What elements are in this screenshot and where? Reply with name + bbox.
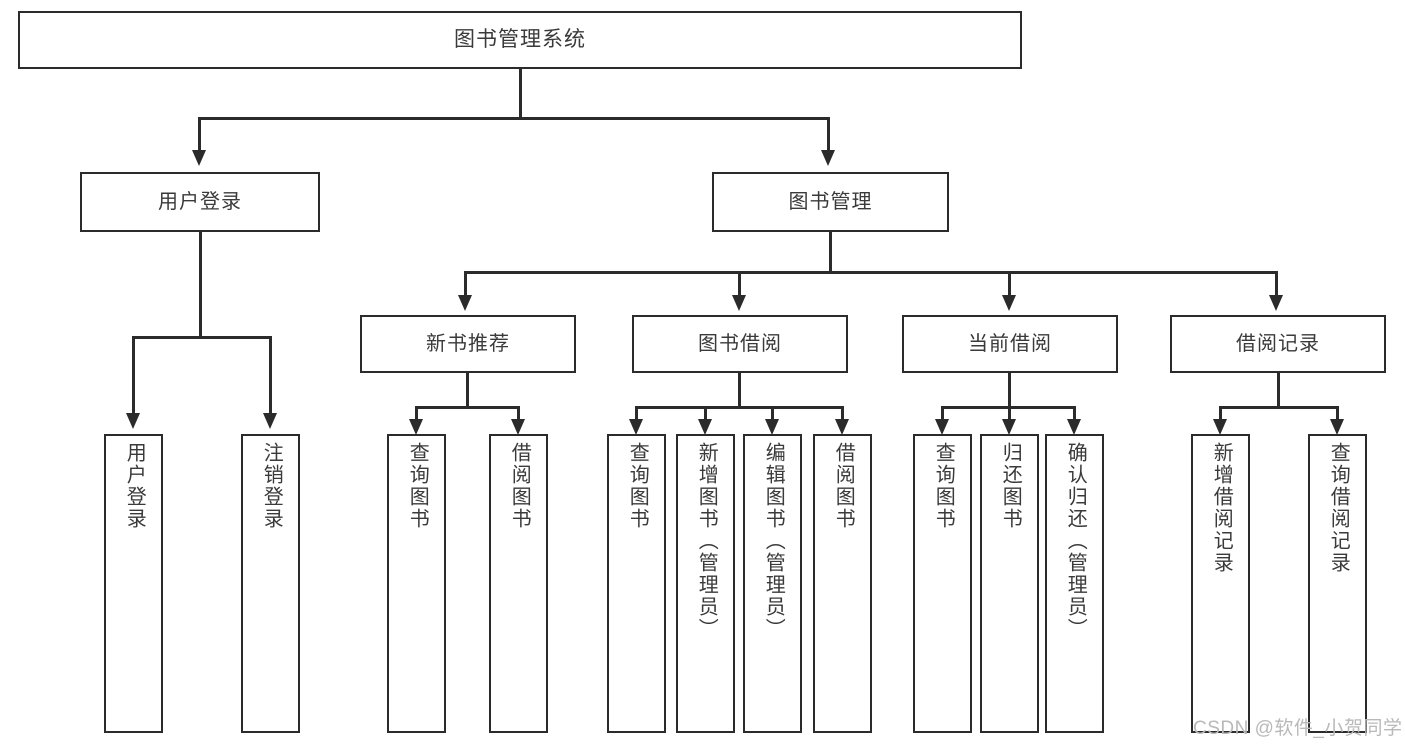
arrow-cb-leaf-1 [935,419,949,435]
connector-cb-stem [1008,373,1011,408]
arrow-br-leaf-1 [1213,419,1227,435]
arrow-bm-to-new-book-recommend [458,295,472,311]
node-leaf-add-borrow-record[interactable]: 新增借阅记录 [1191,434,1250,733]
node-label: 查询图书 [932,442,955,530]
connector-user-login-bus [132,336,271,339]
node-leaf-query-book-cb[interactable]: 查询图书 [913,434,972,733]
node-leaf-edit-book-admin[interactable]: 编辑图书（管理员） [743,434,802,733]
connector-bm-drop-3 [1008,271,1011,296]
node-label: 新增图书（管理员） [695,442,718,640]
node-label: 确认归还（管理员） [1064,442,1087,640]
node-leaf-add-book-admin[interactable]: 新增图书（管理员） [676,434,735,733]
node-label: 图书管理系统 [454,27,586,51]
connector-nbr-bus [415,406,520,409]
connector-bb-stem [738,373,741,408]
node-label: 编辑图书（管理员） [762,442,785,640]
connector-br-bus [1219,406,1339,409]
node-label: 借阅图书 [508,442,531,530]
arrow-bb-leaf-4 [835,419,849,435]
connector-root-bus [198,117,830,120]
connector-br-drop-1 [1219,406,1222,420]
node-leaf-query-borrow-record[interactable]: 查询借阅记录 [1308,434,1367,733]
connector-bb-drop-2 [704,406,707,420]
connector-book-management-bus [464,271,1278,274]
node-label: 注销登录 [260,442,283,530]
node-leaf-borrow-book-nbr[interactable]: 借阅图书 [489,434,548,733]
connector-root-stem [519,69,522,117]
node-book-borrow[interactable]: 图书借阅 [632,315,848,373]
node-label: 借阅记录 [1236,332,1320,355]
node-label: 借阅图书 [832,442,855,530]
node-label: 新增借阅记录 [1210,442,1233,574]
node-label: 查询借阅记录 [1327,442,1350,574]
node-root-book-management-system[interactable]: 图书管理系统 [18,11,1022,69]
connector-book-management-stem [829,232,832,271]
connector-bb-drop-3 [771,406,774,420]
csdn-watermark: CSDN @软件_小贺同学 [1193,718,1403,739]
connector-bb-bus [635,406,844,409]
connector-root-to-user-login [198,117,201,151]
node-leaf-confirm-return-admin[interactable]: 确认归还（管理员） [1045,434,1104,733]
connector-cb-drop-2 [1008,406,1011,420]
arrow-bm-to-borrow-record [1269,295,1283,311]
arrow-bb-leaf-3 [765,419,779,435]
node-new-book-recommend[interactable]: 新书推荐 [360,315,576,373]
node-label: 查询图书 [626,442,649,530]
node-borrow-record[interactable]: 借阅记录 [1170,315,1386,373]
node-leaf-logout[interactable]: 注销登录 [241,434,300,733]
arrow-root-to-book-management [821,150,835,166]
node-label: 用户登录 [123,442,146,530]
node-user-login[interactable]: 用户登录 [80,172,320,232]
node-label: 当前借阅 [968,332,1052,355]
node-leaf-user-login[interactable]: 用户登录 [104,434,163,733]
node-leaf-borrow-book-bb[interactable]: 借阅图书 [813,434,872,733]
node-label: 查询图书 [406,442,429,530]
node-leaf-query-book-nbr[interactable]: 查询图书 [387,434,446,733]
node-leaf-return-book[interactable]: 归还图书 [980,434,1039,733]
arrow-bb-leaf-1 [629,419,643,435]
connector-nbr-stem [466,373,469,408]
connector-bm-drop-4 [1275,271,1278,296]
node-label: 用户登录 [158,190,242,213]
connector-cb-drop-1 [941,406,944,420]
connector-user-login-drop-1 [132,336,135,414]
node-leaf-query-book-bb[interactable]: 查询图书 [607,434,666,733]
arrow-bm-to-current-borrow [1002,295,1016,311]
node-label: 图书管理 [788,190,873,213]
connector-bb-drop-1 [635,406,638,420]
arrow-user-login-leaf-1 [126,413,140,429]
arrow-user-login-leaf-2 [263,413,277,429]
connector-bm-drop-2 [738,271,741,296]
node-label: 新书推荐 [426,332,510,355]
arrow-br-leaf-2 [1330,419,1344,435]
arrow-cb-leaf-3 [1067,419,1081,435]
connector-br-stem [1277,373,1280,408]
node-book-management[interactable]: 图书管理 [712,172,949,232]
arrow-root-to-user-login [192,150,206,166]
arrow-nbr-leaf-1 [409,419,423,435]
connector-bb-drop-4 [841,406,844,420]
connector-nbr-drop-1 [415,406,418,420]
arrow-nbr-leaf-2 [511,419,525,435]
connector-nbr-drop-2 [517,406,520,420]
connector-user-login-stem [199,232,202,336]
connector-bm-drop-1 [464,271,467,296]
connector-root-to-book-management [827,117,830,151]
arrow-cb-leaf-2 [1002,419,1016,435]
arrow-bm-to-book-borrow [732,295,746,311]
arrow-bb-leaf-2 [698,419,712,435]
connector-br-drop-2 [1336,406,1339,420]
node-label: 归还图书 [999,442,1022,530]
connector-user-login-drop-2 [269,336,272,414]
node-current-borrow[interactable]: 当前借阅 [902,315,1118,373]
connector-cb-drop-3 [1073,406,1076,420]
node-label: 图书借阅 [698,332,782,355]
